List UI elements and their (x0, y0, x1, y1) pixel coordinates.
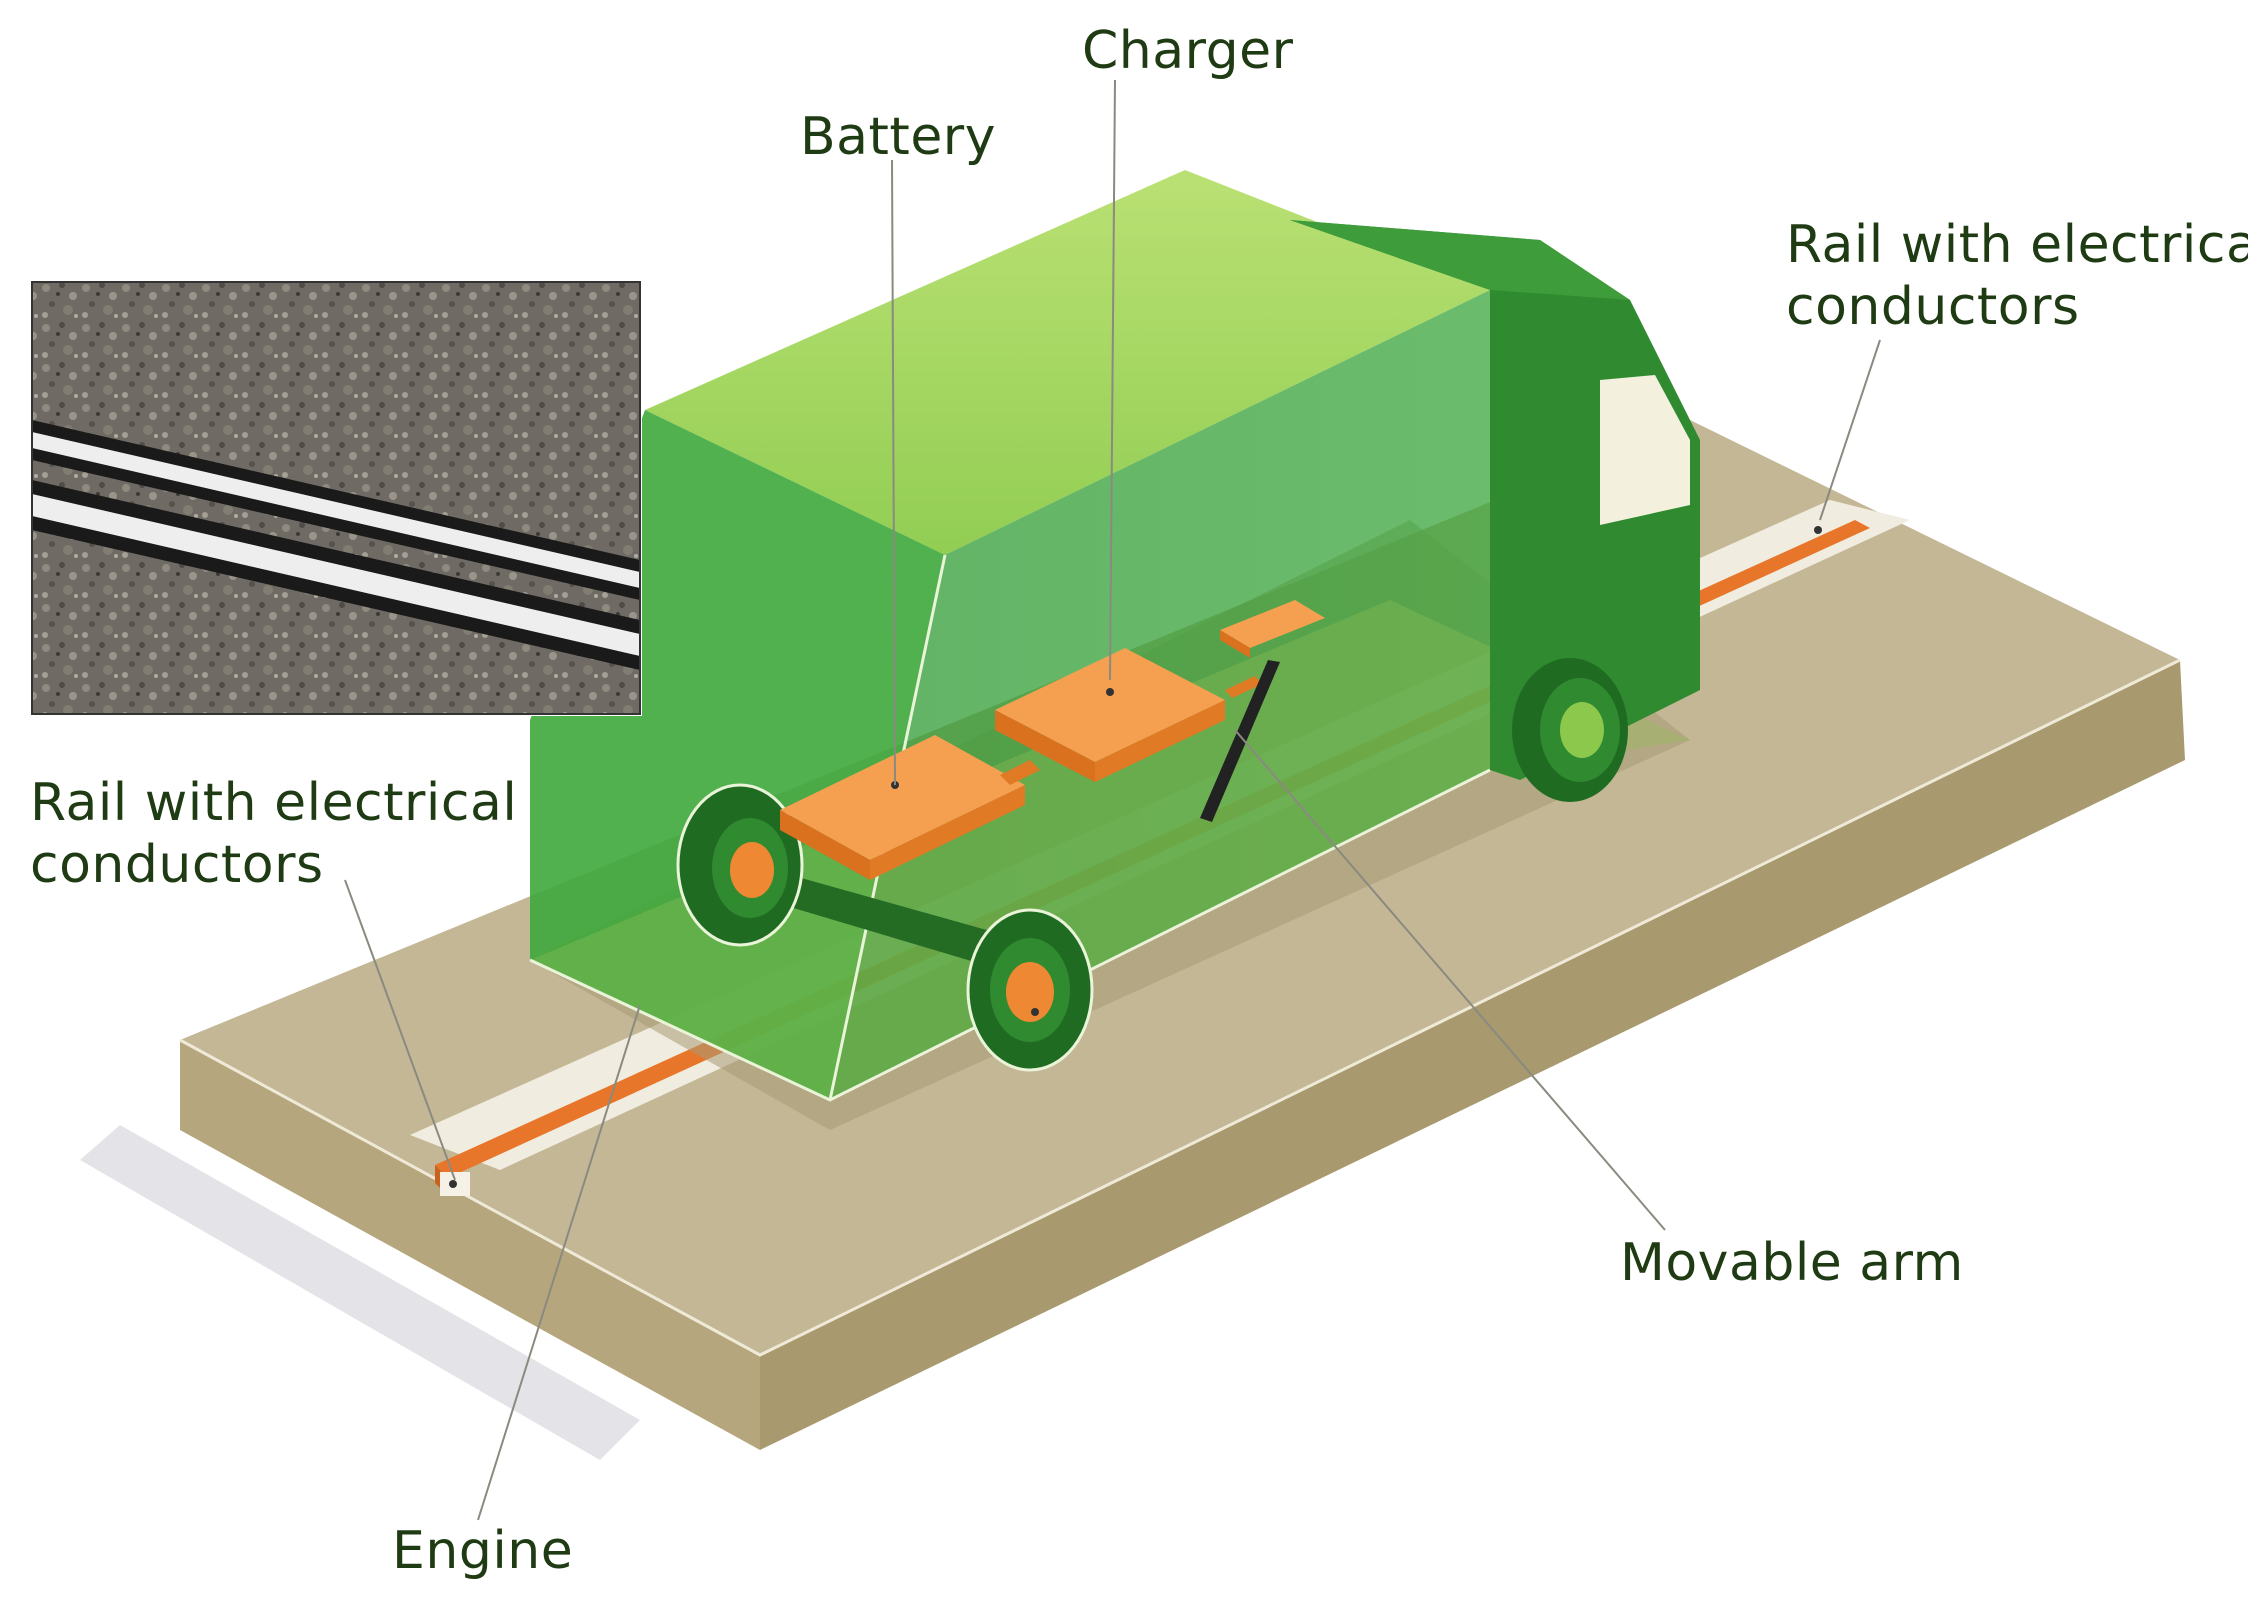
road-shadow (80, 1125, 640, 1460)
leader-charger (1109, 79, 1116, 681)
label-rail-left: Rail with electrical conductors (30, 773, 518, 895)
leader-battery (891, 159, 896, 786)
cab-window-icon (1600, 375, 1690, 525)
label-battery: Battery (800, 107, 996, 167)
label-rail-right: Rail with electrical conductors (1786, 215, 2248, 337)
road-front-face (180, 1040, 760, 1450)
label-engine: Engine (392, 1521, 574, 1581)
wheel-icon (676, 783, 804, 947)
label-charger: Charger (1082, 21, 1294, 81)
battery-pack-icon (780, 735, 1025, 880)
leader-rail-right (1819, 339, 1881, 521)
leader-engine (477, 1004, 641, 1521)
truck-cab (1290, 220, 1700, 780)
wheel-icon (1512, 658, 1628, 802)
truck-cargo-box-top (645, 170, 1490, 555)
rail-photo-inset (30, 280, 642, 716)
wheel-icon (966, 908, 1094, 1072)
axle (750, 865, 1040, 980)
pantograph-icon (1220, 600, 1325, 658)
leader-movable-arm (1234, 729, 1666, 1231)
label-movable-arm: Movable arm (1620, 1233, 1964, 1293)
road-side-face (760, 660, 2185, 1450)
leader-rail-left (344, 879, 456, 1181)
charger-unit-icon (995, 648, 1225, 782)
movable-arm-icon (1200, 660, 1280, 822)
